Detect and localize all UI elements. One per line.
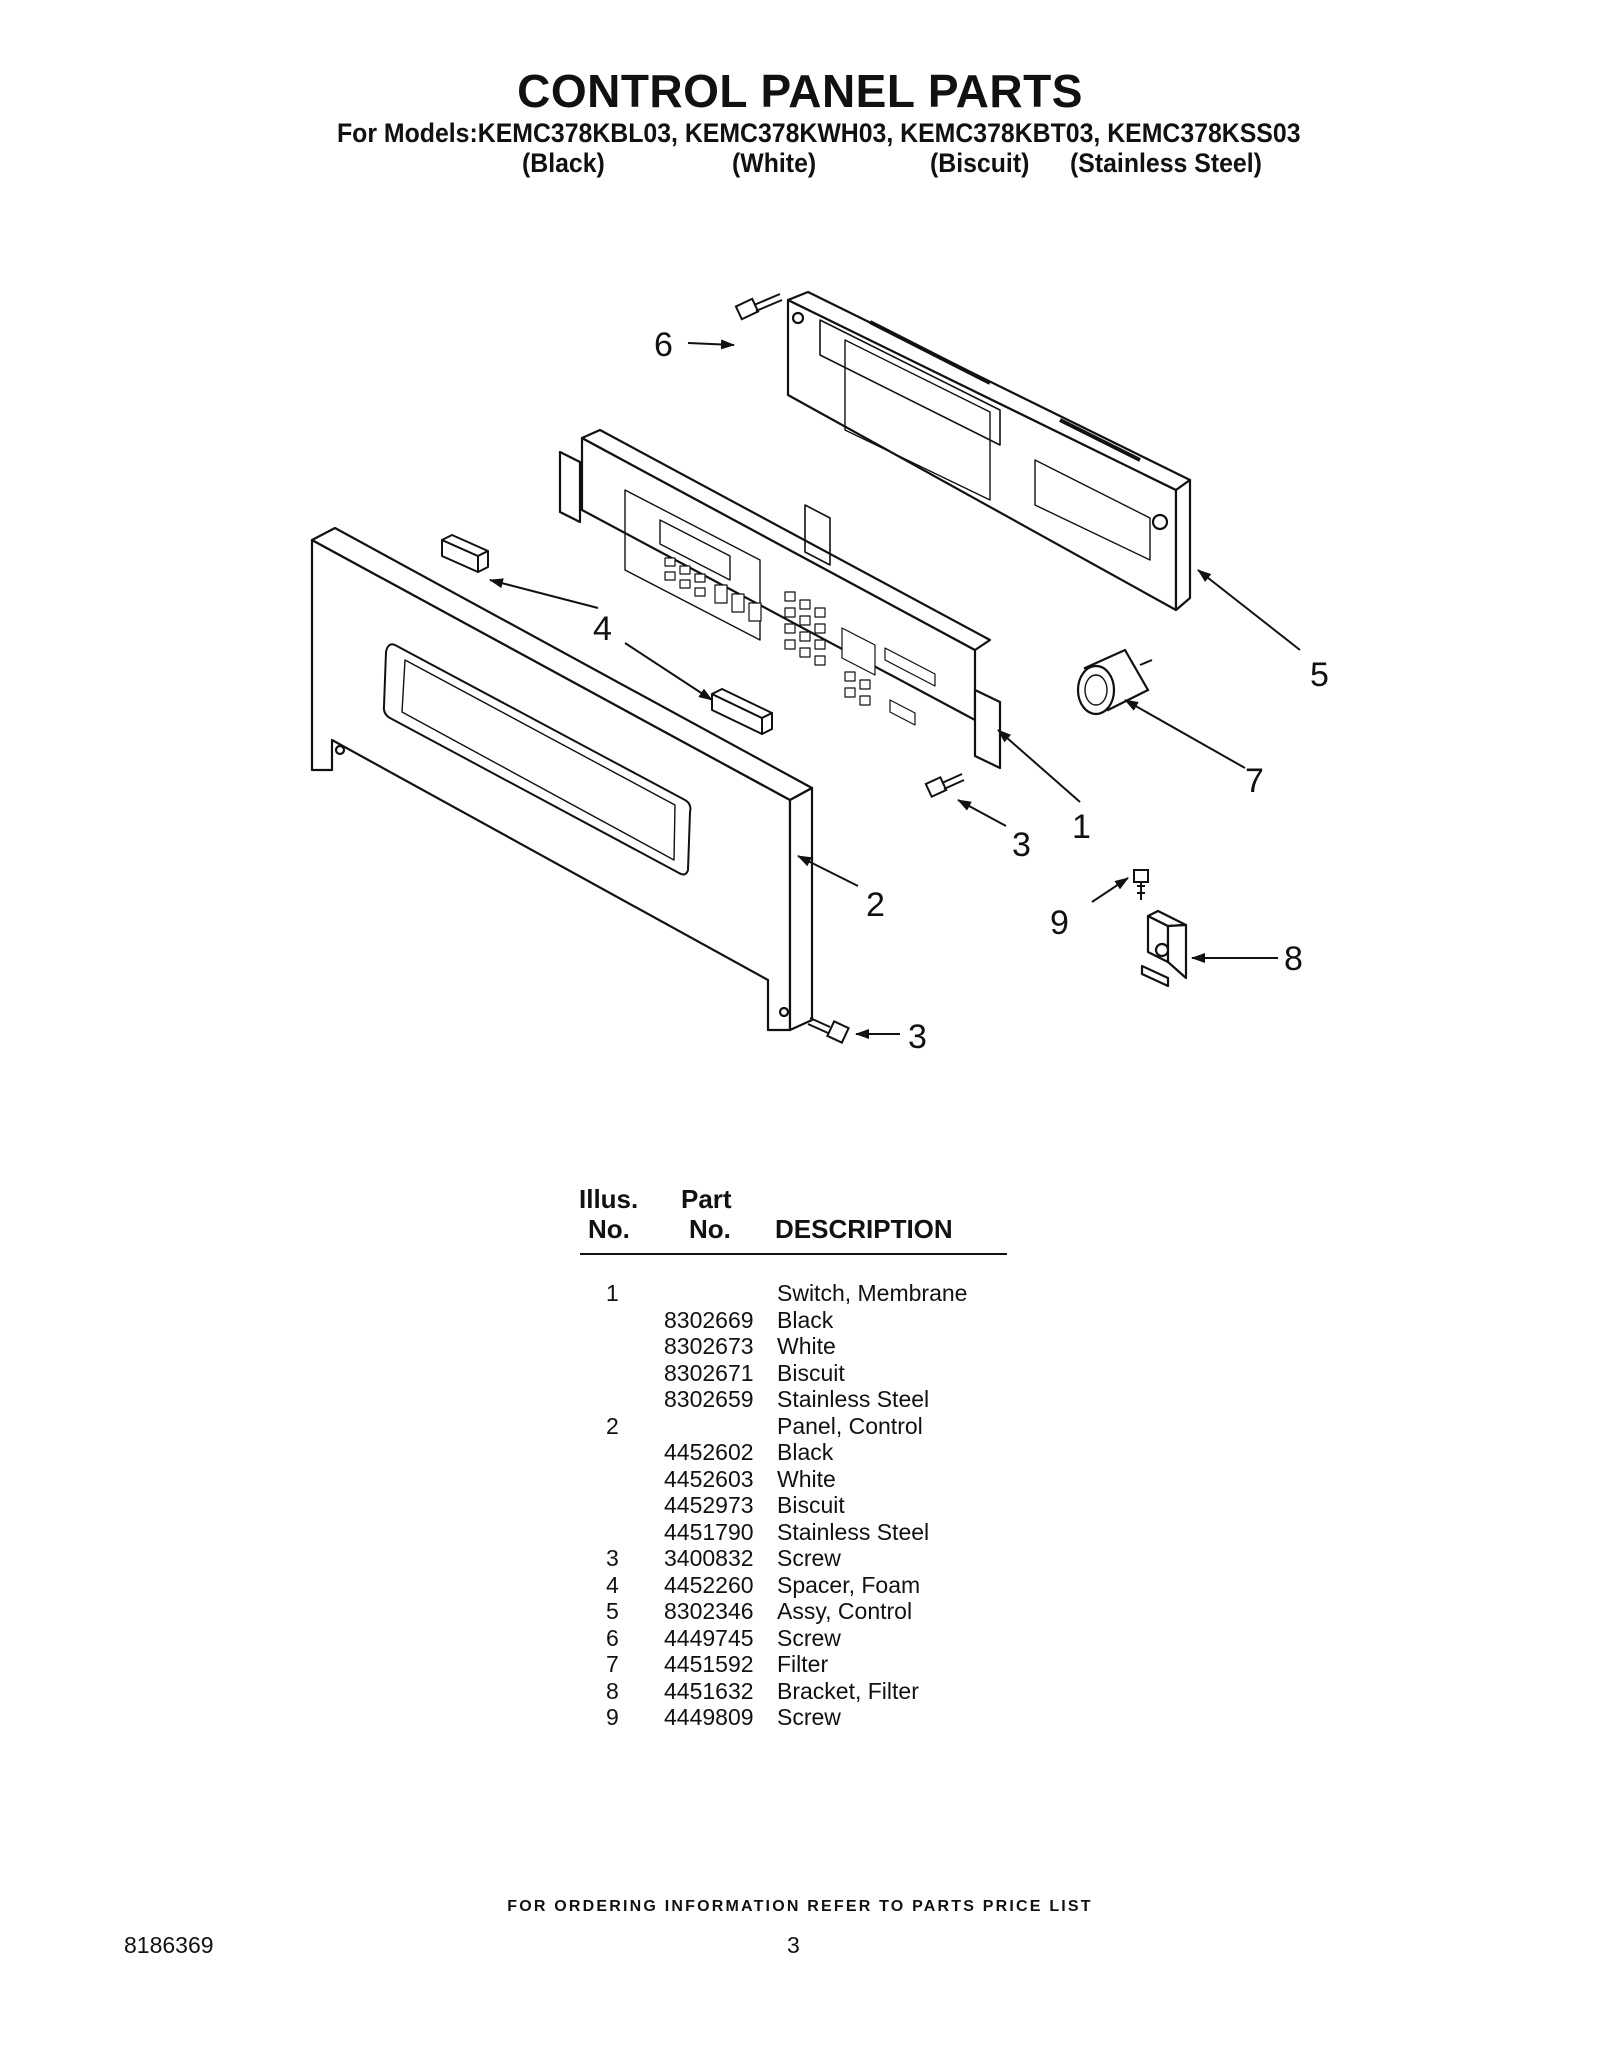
screw-part (734, 293, 783, 321)
foam-spacer-part (711, 688, 773, 735)
callout-5: 5 (1310, 656, 1329, 694)
header-rule (580, 1253, 1007, 1255)
callout-3-upper: 3 (1012, 826, 1031, 864)
model-list: For Models:KEMC378KBL03, KEMC378KWH03, K… (337, 118, 1301, 148)
callout-3-lower: 3 (908, 1018, 927, 1056)
page-number: 3 (787, 1932, 800, 1958)
leader-lines (489, 339, 1301, 1039)
finish-white: (White) (732, 148, 817, 178)
header-part-line1: Part (681, 1184, 732, 1214)
header-description: DESCRIPTION (775, 1214, 953, 1244)
finish-black: (Black) (522, 148, 605, 178)
header-part-line2: No. (689, 1214, 731, 1244)
document-number: 8186369 (124, 1932, 214, 1958)
membrane-switch-part (558, 428, 1002, 770)
ordering-note: FOR ORDERING INFORMATION REFER TO PARTS … (507, 1898, 1093, 1915)
callout-7: 7 (1245, 762, 1264, 800)
finish-stainless-steel: (Stainless Steel) (1070, 148, 1262, 178)
control-assembly-part (786, 290, 1192, 612)
finish-biscuit: (Biscuit) (930, 148, 1030, 178)
screw-part (807, 1017, 850, 1044)
filter-part (1076, 648, 1153, 716)
filter-bracket-part (1140, 909, 1188, 988)
foam-spacer-part (441, 534, 489, 573)
callout-4: 4 (593, 610, 612, 648)
screw-part (1133, 869, 1149, 900)
header-illus-line1: Illus. (579, 1184, 639, 1214)
exploded-parts-diagram: 6 4 5 7 1 3 2 9 8 3 (310, 290, 1329, 1056)
header-illus-line2: No. (588, 1214, 630, 1244)
screw-part (924, 773, 965, 799)
callout-2: 2 (866, 886, 885, 924)
control-panel-part (310, 526, 814, 1032)
page-title: CONTROL PANEL PARTS (517, 65, 1083, 117)
callout-8: 8 (1284, 940, 1303, 978)
callout-9: 9 (1050, 904, 1069, 942)
callout-1: 1 (1072, 808, 1091, 846)
callout-6: 6 (654, 326, 673, 364)
